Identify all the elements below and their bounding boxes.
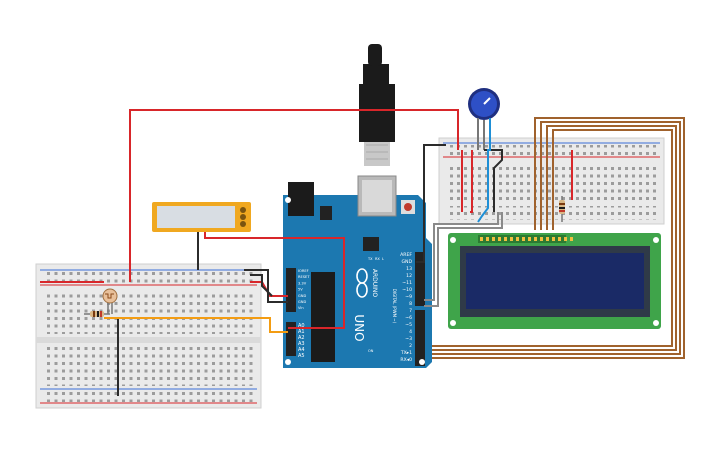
- pin-label: RX◂0: [400, 357, 412, 363]
- arduino-logo-text: ARDUINO: [371, 269, 378, 298]
- led-label: L: [382, 257, 384, 261]
- pin-label: Vin: [298, 306, 304, 310]
- arduino-power-header: POWER: [277, 284, 281, 295]
- pin-label: A3: [298, 341, 305, 347]
- resistor-right: [559, 196, 565, 222]
- lcd-pins: [480, 237, 573, 241]
- pin-label: ~11: [402, 280, 412, 286]
- pin-label: A0: [298, 323, 305, 329]
- pin-label: ~9: [405, 294, 412, 300]
- pin-label: 7: [409, 308, 412, 314]
- arduino-analog-header: ANALOG IN: [277, 330, 281, 347]
- lcd-control-wires: [424, 212, 503, 307]
- pin-label: A4: [298, 347, 305, 353]
- left-breadboard: [35, 263, 262, 409]
- pin-label: ~3: [405, 336, 412, 342]
- arduino-logo-icon: [356, 268, 368, 298]
- pin-label: TX▸1: [400, 350, 412, 356]
- signal-wires: [477, 118, 491, 223]
- power-pin-labels: IOREF RESET 3.3V 5V GND GND Vin: [298, 269, 310, 310]
- potentiometer: [468, 88, 500, 150]
- resistor-left: [84, 311, 110, 317]
- pin-label: RESET: [298, 275, 310, 279]
- ground-wires: [117, 144, 503, 396]
- sensor-wire: [104, 317, 288, 333]
- arduino-model: UNO: [352, 314, 366, 341]
- pin-label: 8: [409, 301, 412, 307]
- multimeter: [152, 202, 251, 232]
- lcd-display: [448, 233, 661, 329]
- arduino-uno: ARDUINO UNO DIGITAL (PWM ~) POWER ANALOG…: [277, 175, 432, 368]
- pin-label: AREF: [400, 252, 412, 258]
- arduino-digital-header: DIGITAL (PWM ~): [392, 289, 397, 324]
- pin-label: GND: [401, 259, 412, 265]
- pin-label: 13: [406, 266, 412, 272]
- led-label: RX: [375, 257, 380, 261]
- pin-label: A5: [298, 353, 305, 359]
- pin-label: 3.3V: [298, 281, 307, 285]
- pin-label: IOREF: [298, 269, 309, 273]
- pin-label: ~10: [402, 287, 412, 293]
- pin-label: 5V: [298, 288, 303, 292]
- photoresistor: [102, 288, 118, 314]
- pin-label: GND: [298, 300, 306, 304]
- pin-label: 4: [409, 329, 412, 335]
- lcd-data-wires: [422, 117, 685, 359]
- pin-label: A2: [298, 335, 305, 341]
- led-label: TX: [367, 257, 373, 261]
- pin-label: GND: [298, 294, 306, 298]
- pin-label: ~5: [405, 322, 412, 328]
- led-label: ON: [368, 349, 374, 353]
- pin-label: 2: [409, 343, 412, 349]
- pin-label: 12: [406, 273, 412, 279]
- pin-label: A1: [298, 329, 305, 335]
- usb-cable: [359, 44, 395, 166]
- pin-label: ~6: [405, 315, 412, 321]
- power-wires: [40, 109, 573, 329]
